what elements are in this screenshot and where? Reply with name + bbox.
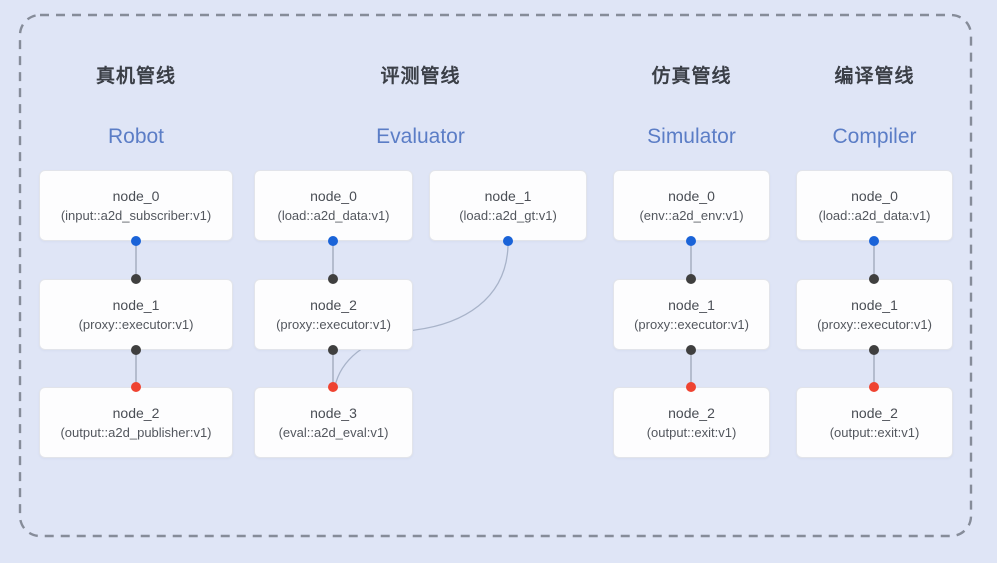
evaluator-node-0: node_0 (load::a2d_data:v1) (254, 170, 413, 241)
node-type: (output::exit:v1) (829, 425, 920, 440)
node-name: node_2 (851, 405, 898, 421)
port-dot-black (686, 274, 696, 284)
pipeline-title-en-simulator: Simulator (647, 125, 736, 148)
dashed-frame (18, 13, 973, 538)
node-name: node_0 (851, 188, 898, 204)
port-dot-black (131, 345, 141, 355)
port-dot-blue (869, 236, 879, 246)
node-type: (load::a2d_data:v1) (277, 208, 390, 223)
port-dot-blue (328, 236, 338, 246)
pipeline-title-zh-compiler: 编译管线 (834, 66, 915, 87)
port-dot-black (686, 345, 696, 355)
robot-node-2: node_2 (output::a2d_publisher:v1) (39, 387, 233, 458)
port-dot-black (869, 345, 879, 355)
node-type: (proxy::executor:v1) (78, 317, 194, 332)
port-dot-black (328, 345, 338, 355)
compiler-node-2: node_2 (output::exit:v1) (796, 387, 953, 458)
evaluator-node-3: node_3 (eval::a2d_eval:v1) (254, 387, 413, 458)
node-name: node_1 (668, 297, 715, 313)
node-name: node_1 (484, 188, 532, 204)
port-dot-red (328, 382, 338, 392)
port-dot-black (328, 274, 338, 284)
node-type: (proxy::executor:v1) (276, 317, 391, 332)
node-type: (proxy::executor:v1) (634, 317, 749, 332)
port-dot-red (131, 382, 141, 392)
node-type: (output::a2d_publisher:v1) (60, 425, 212, 440)
node-type: (load::a2d_data:v1) (818, 208, 931, 223)
port-dot-blue (686, 236, 696, 246)
node-name: node_1 (112, 297, 160, 313)
evaluator-node-1: node_1 (load::a2d_gt:v1) (429, 170, 587, 241)
pipeline-title-en-compiler: Compiler (832, 125, 917, 148)
node-name: node_0 (112, 188, 160, 204)
node-type: (proxy::executor:v1) (817, 317, 932, 332)
node-type: (load::a2d_gt:v1) (459, 208, 557, 223)
node-name: node_2 (112, 405, 160, 421)
pipeline-title-zh-robot: 真机管线 (95, 66, 176, 87)
compiler-node-0: node_0 (load::a2d_data:v1) (796, 170, 953, 241)
simulator-node-0: node_0 (env::a2d_env:v1) (613, 170, 770, 241)
node-name: node_2 (668, 405, 715, 421)
port-dot-red (686, 382, 696, 392)
node-name: node_2 (310, 297, 357, 313)
robot-node-0: node_0 (input::a2d_subscriber:v1) (39, 170, 233, 241)
port-dot-blue (131, 236, 141, 246)
port-dot-blue (503, 236, 513, 246)
node-name: node_0 (310, 188, 357, 204)
node-name: node_1 (851, 297, 898, 313)
port-dot-black (869, 274, 879, 284)
pipeline-title-zh-simulator: 仿真管线 (651, 66, 732, 87)
evaluator-gt-curve (334, 245, 509, 387)
port-dot-black (131, 274, 141, 284)
node-type: (output::exit:v1) (646, 425, 737, 440)
evaluator-node-2: node_2 (proxy::executor:v1) (254, 279, 413, 350)
pipeline-title-en-evaluator: Evaluator (376, 125, 465, 148)
simulator-node-1: node_1 (proxy::executor:v1) (613, 279, 770, 350)
robot-node-1: node_1 (proxy::executor:v1) (39, 279, 233, 350)
pipeline-title-zh-evaluator: 评测管线 (380, 66, 461, 87)
port-dot-red (869, 382, 879, 392)
node-name: node_0 (668, 188, 715, 204)
compiler-node-1: node_1 (proxy::executor:v1) (796, 279, 953, 350)
node-type: (input::a2d_subscriber:v1) (60, 208, 212, 223)
simulator-node-2: node_2 (output::exit:v1) (613, 387, 770, 458)
pipeline-title-en-robot: Robot (107, 125, 165, 148)
node-name: node_3 (310, 405, 357, 421)
node-type: (env::a2d_env:v1) (639, 208, 744, 223)
node-type: (eval::a2d_eval:v1) (278, 425, 389, 440)
